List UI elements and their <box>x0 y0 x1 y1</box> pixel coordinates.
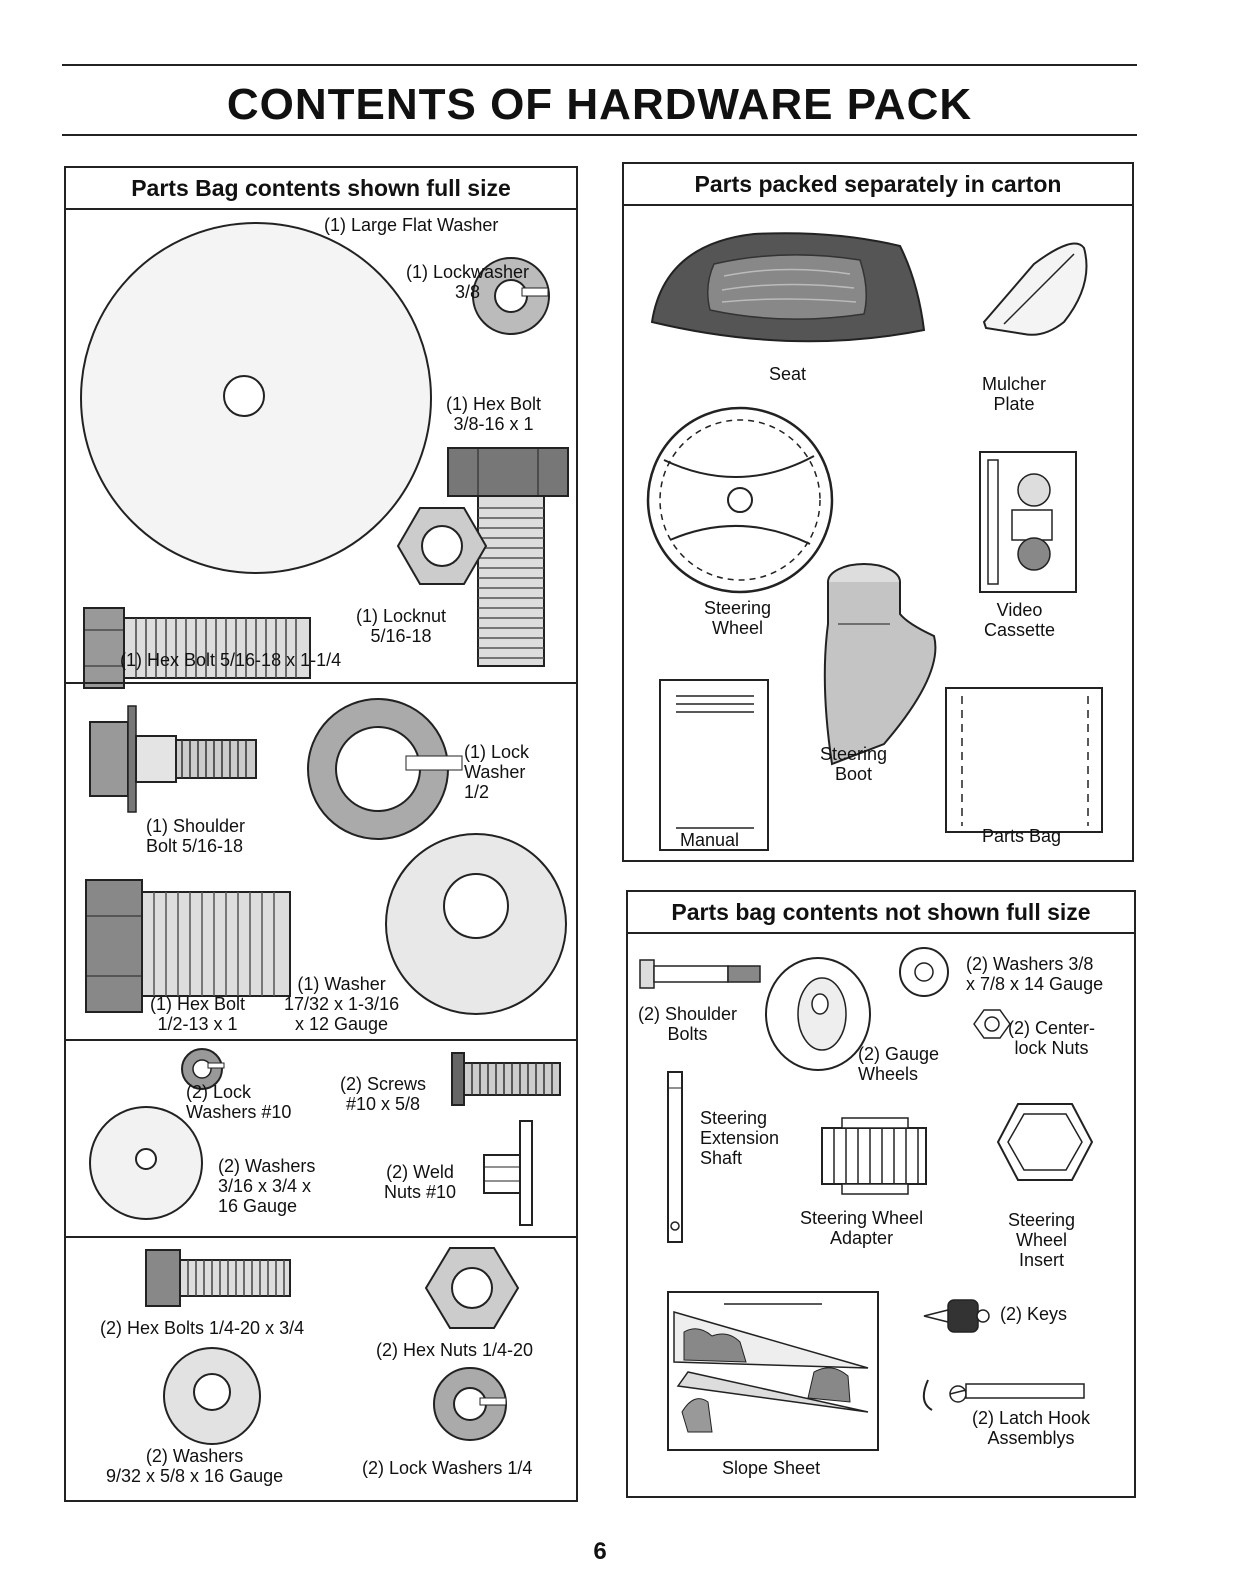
label-steering-extension-shaft: Steering Extension Shaft <box>700 1108 780 1168</box>
page-title: CONTENTS OF HARDWARE PACK <box>226 80 973 129</box>
parts-bag-full-size-panel: Parts Bag contents shown full size <box>64 166 578 1502</box>
section-divider <box>66 1039 576 1041</box>
panel-heading: Parts Bag contents shown full size <box>66 168 576 210</box>
label-shoulder-bolt: (1) Shoulder Bolt 5/16-18 <box>146 816 246 856</box>
label-washers-3-16: (2) Washers 3/16 x 3/4 x 16 Gauge <box>218 1156 316 1216</box>
label-slope-sheet: Slope Sheet <box>722 1458 821 1478</box>
label-lock-washers-10: (2) Lock Washers #10 <box>186 1082 292 1122</box>
latch-hook-icon <box>922 1379 1085 1411</box>
label-lockwasher-3-8: (1) Lockwasher 3/8 <box>406 262 530 302</box>
locknut-5-16-icon <box>396 507 488 585</box>
section4-art <box>145 1247 520 1445</box>
parts-bag-icon <box>945 687 1103 833</box>
label-steering-wheel: Steering Wheel <box>704 598 772 638</box>
lock-washer-10-icon <box>181 1048 225 1090</box>
panel-heading: Parts packed separately in carton <box>624 164 1132 206</box>
steering-boot-icon <box>823 563 937 766</box>
mulcher-plate-icon <box>982 242 1088 336</box>
label-washers-3-8: (2) Washers 3/8 x 7/8 x 14 Gauge <box>966 954 1104 994</box>
seat-icon <box>650 232 926 343</box>
steering-wheel-insert-icon <box>996 1103 1094 1181</box>
hex-bolt-1-4-icon <box>145 1249 291 1307</box>
steering-wheel-adapter-icon <box>821 1117 927 1195</box>
label-manual: Manual <box>680 830 740 850</box>
not-full-art <box>639 947 1094 1451</box>
label-washers-9-32: (2) Washers 9/32 x 5/8 x 16 Gauge <box>106 1446 284 1486</box>
label-steering-wheel-insert: Steering Wheel Insert <box>1008 1210 1076 1270</box>
section-divider <box>66 682 576 684</box>
steering-wheel-icon <box>646 406 834 594</box>
label-large-flat-washer: (1) Large Flat Washer <box>324 215 499 235</box>
slope-sheet-icon <box>667 1291 879 1451</box>
section1-art <box>80 222 569 689</box>
section3-art <box>89 1048 561 1226</box>
label-lock-washers-1-4: (2) Lock Washers 1/4 <box>362 1458 533 1478</box>
lockwasher-3-8-icon <box>472 257 550 335</box>
hex-bolt-5-16-icon <box>83 607 311 689</box>
label-mulcher-plate: Mulcher Plate <box>982 374 1047 414</box>
hex-bolt-1-2-icon <box>85 879 291 1013</box>
gauge-wheel-icon <box>765 957 871 1071</box>
shoulder-bolt-icon <box>89 705 257 813</box>
label-center-lock-nuts: (2) Center- lock Nuts <box>1008 1018 1096 1058</box>
label-hex-bolts-1-4: (2) Hex Bolts 1/4-20 x 3/4 <box>100 1318 305 1338</box>
label-video-cassette: Video Cassette <box>984 600 1056 640</box>
video-cassette-icon <box>979 451 1077 593</box>
panel-heading: Parts bag contents not shown full size <box>628 892 1134 934</box>
washer-17-32-icon <box>385 833 567 1015</box>
screw-10-icon <box>451 1052 561 1106</box>
carton-art <box>646 232 1103 851</box>
label-keys: (2) Keys <box>1000 1304 1068 1324</box>
key-icon <box>923 1299 990 1333</box>
top-rule <box>62 64 1137 66</box>
label-washer-17-32: (1) Washer 17/32 x 1-3/16 x 12 Gauge <box>284 974 400 1034</box>
label-steering-boot: Steering Boot <box>820 744 888 784</box>
label-weld-nuts: (2) Weld Nuts #10 <box>384 1162 457 1202</box>
lock-washer-1-4-icon <box>433 1367 507 1441</box>
title-underline <box>62 134 1137 136</box>
label-hex-bolt-5-16: (1) Hex Bolt 5/16-18 x 1-1/4 <box>120 650 342 670</box>
label-locknut: (1) Locknut 5/16-18 <box>356 606 447 646</box>
hex-bolt-3-8-icon <box>447 447 569 667</box>
label-parts-bag: Parts Bag <box>982 826 1062 846</box>
section-divider <box>66 1236 576 1238</box>
label-hex-nuts-1-4: (2) Hex Nuts 1/4-20 <box>376 1340 534 1360</box>
manual-icon <box>659 679 769 851</box>
center-lock-nut-icon <box>973 1009 1011 1039</box>
hex-nut-1-4-icon <box>424 1247 520 1329</box>
shoulder-bolt-small-icon <box>639 959 761 989</box>
lock-washer-1-2-icon <box>307 698 463 840</box>
washer-3-16-icon <box>89 1106 203 1220</box>
label-screws-10: (2) Screws #10 x 5/8 <box>340 1074 427 1114</box>
steering-extension-shaft-icon <box>667 1071 683 1243</box>
label-lock-washer-1-2: (1) Lock Washer 1/2 <box>464 742 530 802</box>
weld-nut-icon <box>483 1120 533 1226</box>
washer-3-8-icon <box>899 947 949 997</box>
parts-bag-not-full-size-panel: Parts bag contents not shown full size <box>626 890 1136 1498</box>
label-hex-bolt-1-2: (1) Hex Bolt 1/2-13 x 1 <box>150 994 246 1034</box>
carton-parts-panel: Parts packed separately in carton <box>622 162 1134 862</box>
label-steering-wheel-adapter: Steering Wheel Adapter <box>800 1208 924 1248</box>
label-latch-hook: (2) Latch Hook Assemblys <box>972 1408 1091 1448</box>
page-number: 6 <box>593 1538 607 1565</box>
label-hex-bolt-3-8: (1) Hex Bolt 3/8-16 x 1 <box>446 394 542 434</box>
label-gauge-wheels: (2) Gauge Wheels <box>858 1044 940 1084</box>
label-seat: Seat <box>769 364 807 384</box>
label-shoulder-bolts: (2) Shoulder Bolts <box>638 1004 738 1044</box>
section2-art <box>85 698 567 1015</box>
washer-9-32-icon <box>163 1347 261 1445</box>
